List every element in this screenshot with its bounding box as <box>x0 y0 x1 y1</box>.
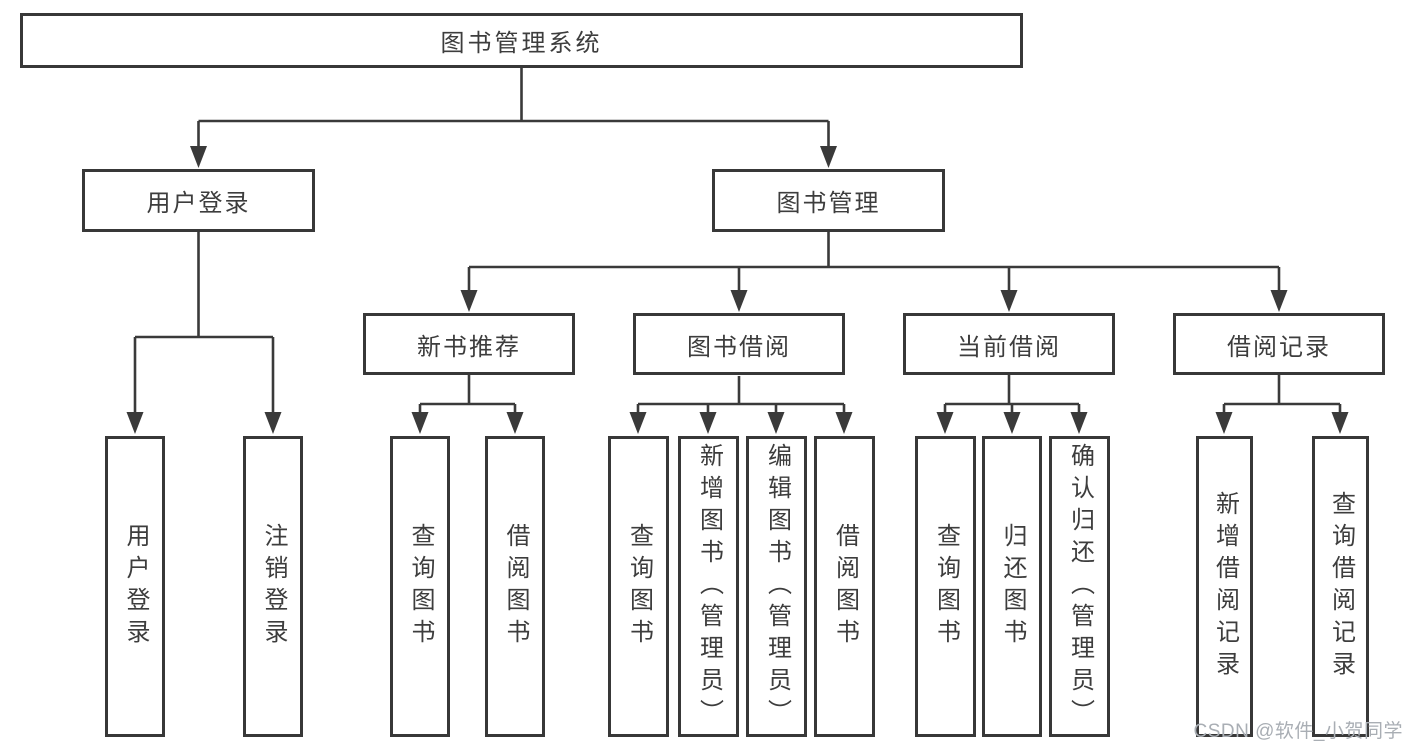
leaf-query-books-borrowing: 查询图书 <box>608 436 669 737</box>
leaf-user-login: 用户登录 <box>105 436 165 737</box>
leaf-add-books-admin: 新增图书（管理员） <box>678 436 739 737</box>
csdn-watermark: CSDN @软件_小贺同学 <box>1193 721 1403 742</box>
node-library-management-system: 图书管理系统 <box>20 13 1023 68</box>
node-current-borrowing: 当前借阅 <box>903 313 1115 375</box>
leaf-logout: 注销登录 <box>243 436 303 737</box>
node-new-book-recommendation: 新书推荐 <box>363 313 575 375</box>
leaf-query-books-recommend: 查询图书 <box>390 436 450 737</box>
leaf-return-books: 归还图书 <box>982 436 1042 737</box>
leaf-query-borrow-record: 查询借阅记录 <box>1312 436 1369 737</box>
leaf-confirm-return-admin: 确认归还（管理员） <box>1049 436 1110 737</box>
node-book-borrowing: 图书借阅 <box>633 313 845 375</box>
arrowhead-icons <box>126 146 1349 434</box>
node-borrowing-records: 借阅记录 <box>1173 313 1385 375</box>
leaf-add-borrow-record: 新增借阅记录 <box>1196 436 1253 737</box>
leaf-borrow-books-recommend: 借阅图书 <box>485 436 545 737</box>
leaf-borrow-books: 借阅图书 <box>814 436 875 737</box>
node-user-login: 用户登录 <box>82 169 315 232</box>
leaf-query-books-current: 查询图书 <box>915 436 976 737</box>
node-book-management: 图书管理 <box>712 169 945 232</box>
leaf-edit-books-admin: 编辑图书（管理员） <box>746 436 807 737</box>
